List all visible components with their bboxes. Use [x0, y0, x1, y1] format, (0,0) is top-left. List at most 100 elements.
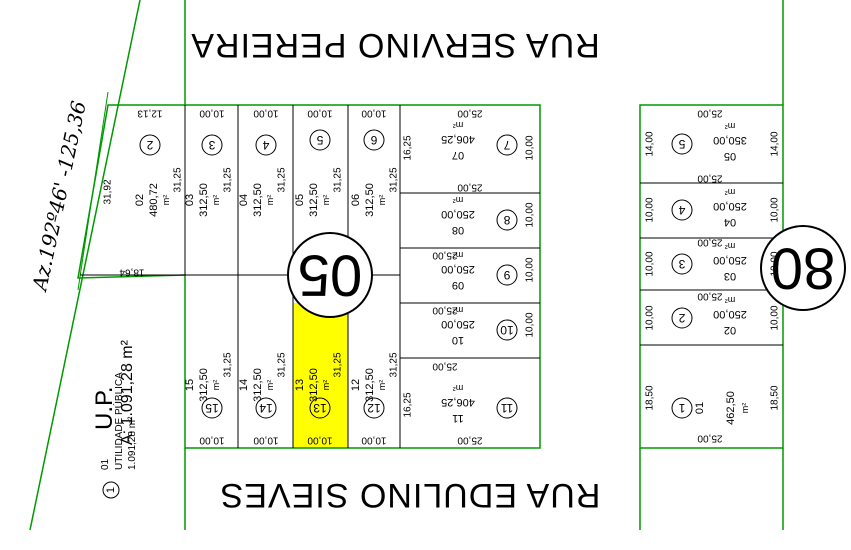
- lot-badge: [309, 397, 331, 419]
- lot-badge: [496, 134, 518, 156]
- lot-code: 15: [184, 379, 196, 391]
- lot-badge: [496, 319, 518, 341]
- street-name-bottom: RUA EDULINO SIEVES: [220, 476, 601, 514]
- width-label: 25,00: [697, 108, 722, 119]
- depth-label: 31,25: [389, 352, 400, 377]
- depth-label: 10,00: [525, 135, 536, 160]
- frontage-label: 10,00: [199, 435, 224, 446]
- lot-unit: m²: [453, 195, 464, 205]
- width-label: 25,00: [432, 250, 457, 261]
- highlighted-lot-13[interactable]: [293, 303, 348, 448]
- lot-area: 312,50: [252, 368, 264, 402]
- lot-number: 6: [370, 133, 377, 147]
- lot-code: 03: [724, 270, 736, 282]
- lot-area: 312,50: [308, 183, 320, 217]
- lot-unit: m²: [740, 403, 750, 414]
- lot-unit: m²: [161, 195, 171, 206]
- lot-code: 09: [452, 279, 464, 291]
- lot-badge: [671, 397, 693, 419]
- lot-code: 04: [724, 216, 736, 228]
- lot-number: 8: [503, 213, 510, 227]
- lot-number: 13: [313, 401, 327, 415]
- depth-label: 31,25: [277, 352, 288, 377]
- block-05-badge: [287, 232, 373, 318]
- frontage-label: 10,00: [361, 108, 386, 119]
- lot-number: 1: [105, 487, 117, 493]
- block-05-lot-lines: [80, 105, 540, 448]
- width-label: 25,00: [697, 173, 722, 184]
- lot-number: 14: [259, 401, 273, 415]
- lot-badge: [496, 209, 518, 231]
- lot-unit: m²: [321, 195, 331, 206]
- lot-area: 250,00: [441, 263, 475, 275]
- depth-label: 31,92: [103, 179, 114, 204]
- lot-unit: m²: [725, 295, 736, 305]
- depth-label: 31,25: [223, 167, 234, 192]
- frontage-label: 10,00: [307, 435, 332, 446]
- lot-area: 312,50: [308, 368, 320, 402]
- width-label: 25,00: [457, 182, 482, 193]
- depth-label: 31,25: [333, 352, 344, 377]
- street-name-top: RUA SERVINO PEREIRA: [190, 26, 600, 64]
- lot-badge: [496, 264, 518, 286]
- lot-code: 02: [134, 194, 146, 206]
- lot-code: 13: [294, 379, 306, 391]
- width-label: 25,00: [697, 291, 722, 302]
- lot-unit: m²: [377, 380, 387, 391]
- lot-code: 12: [350, 379, 362, 391]
- lot-area: 250,00: [713, 254, 747, 266]
- lot-badge: [671, 307, 693, 329]
- lot-number: 3: [208, 138, 215, 152]
- lot-badge: [102, 481, 120, 499]
- lot-number: 1: [678, 401, 685, 415]
- lot-code: 02: [724, 324, 736, 336]
- frontage-label: 10,00: [253, 435, 278, 446]
- frontage-label: 10,00: [361, 435, 386, 446]
- block-05-outline: [77, 104, 541, 449]
- width-label: 25,00: [697, 237, 722, 248]
- block-80-number: 80: [771, 236, 836, 301]
- lot-number: 7: [503, 138, 510, 152]
- depth-label: 14,00: [770, 131, 781, 156]
- public-utility-big-area: A: 1.091,28 m²: [119, 339, 136, 445]
- public-utility-big-label: U.P.: [91, 386, 118, 430]
- lot-unit: m²: [265, 195, 275, 206]
- lot-unit: m²: [725, 241, 736, 251]
- lot-code: 04: [238, 194, 250, 206]
- frontage-label: 10,00: [199, 108, 224, 119]
- lot-badge: [255, 134, 277, 156]
- frontage-label: 25,00: [457, 435, 482, 446]
- public-utility-area[interactable]: 1 01 UTILIDADE PÚBLICA 1.091,28 m² U.P. …: [91, 339, 138, 499]
- depth-label: 10,00: [770, 305, 781, 330]
- lot-area: 312,50: [364, 368, 376, 402]
- lot-badge: [671, 199, 693, 221]
- lot-number: 5: [316, 133, 323, 147]
- depth-label: 10,00: [525, 257, 536, 282]
- lot-number: 12: [367, 401, 381, 415]
- block-80-lot-lines: [640, 182, 783, 346]
- lot-number: 5: [678, 137, 685, 151]
- lot-area: 406,25: [441, 133, 475, 145]
- lot-unit: m²: [265, 380, 275, 391]
- property-boundary: [29, 0, 141, 531]
- block-80-badge: [760, 225, 846, 311]
- lot-unit: m²: [211, 195, 221, 206]
- lot-number: 4: [678, 203, 685, 217]
- lot-area: 462,50: [725, 391, 737, 425]
- depth-label: 31,25: [223, 352, 234, 377]
- lot-code: 06: [350, 194, 362, 206]
- frontage-label: 10,00: [307, 108, 332, 119]
- lot-area: 312,50: [252, 183, 264, 217]
- lot-number: 9: [503, 268, 510, 282]
- depth-label: 16,25: [403, 392, 414, 417]
- lot-badge: [309, 129, 331, 151]
- lot-badge: [201, 134, 223, 156]
- depth-label: 10,00: [770, 251, 781, 276]
- lot-unit: m²: [377, 195, 387, 206]
- lot-number: 15: [205, 401, 219, 415]
- depth-label: 10,00: [770, 197, 781, 222]
- depth-label: 10,00: [525, 202, 536, 227]
- lot-unit: m²: [725, 187, 736, 197]
